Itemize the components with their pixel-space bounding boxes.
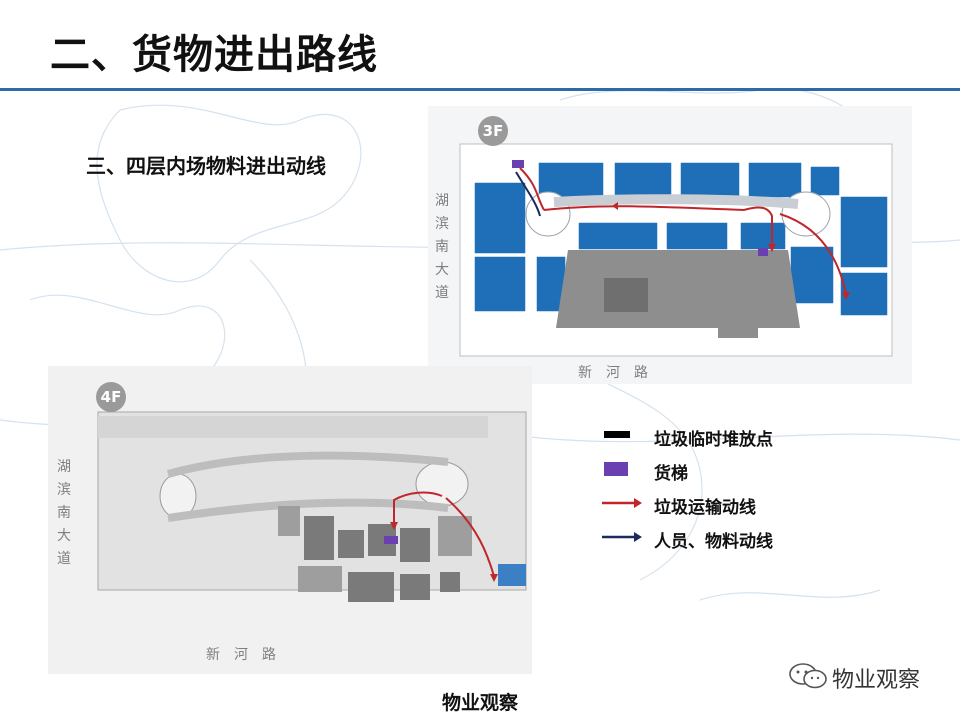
red-arrow-icon <box>602 498 642 508</box>
black-bar-icon <box>604 431 630 438</box>
road-label-left: 湖滨南大道 <box>57 459 71 567</box>
road-label-bottom: 新河路 <box>578 365 662 381</box>
title-divider <box>0 88 960 91</box>
section-subtitle: 三、四层内场物料进出动线 <box>86 154 326 178</box>
legend-label: 人员、物料动线 <box>654 532 773 552</box>
floor-plan-3f: 3F 湖滨南大道 新河路 <box>428 106 912 384</box>
footer-text: 物业观察 <box>441 692 518 714</box>
floor-badge-4f: 4F <box>96 382 126 412</box>
legend-label: 垃圾临时堆放点 <box>654 430 773 450</box>
floor-plan-3f-drawing <box>459 143 893 357</box>
road-label-bottom: 新河路 <box>206 647 290 663</box>
wechat-icon <box>789 663 827 689</box>
page-title: 二、货物进出路线 <box>50 32 378 78</box>
wechat-account-name: 物业观察 <box>832 668 921 693</box>
road-label-left: 湖滨南大道 <box>435 193 449 301</box>
floor-plan-4f: 4F 湖滨南大道 新河路 <box>48 366 532 674</box>
legend-label: 货梯 <box>654 464 688 484</box>
floor-badge-3f: 3F <box>478 116 508 146</box>
legend-label: 垃圾运输动线 <box>654 498 756 518</box>
navy-arrow-icon <box>602 532 642 542</box>
floor-plan-4f-drawing <box>97 411 527 602</box>
purple-box-icon <box>604 462 628 476</box>
